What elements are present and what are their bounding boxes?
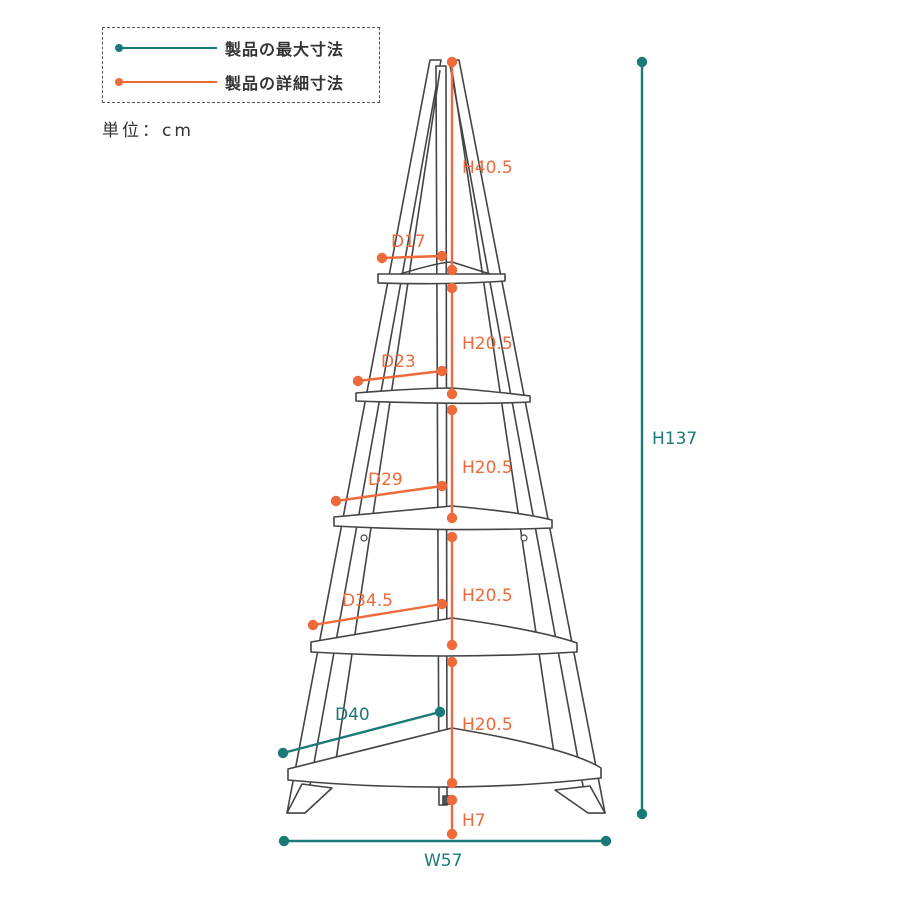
legend-row-detail: 製品の詳細寸法 <box>115 72 345 93</box>
leg-left <box>286 59 442 814</box>
dim-bottom-depth-line <box>282 710 441 755</box>
shelf-2 <box>355 387 531 405</box>
label-shelf-height-2: H20.5 <box>462 458 513 478</box>
dim-depth-3-end <box>436 480 448 492</box>
foot-right <box>554 785 606 814</box>
dim-depth-4-line <box>312 602 443 627</box>
label-shelf-height-1: H20.5 <box>462 334 513 354</box>
mount-hole-left <box>360 534 368 542</box>
shelves <box>286 261 606 814</box>
dim-shelf-height-4-start <box>446 656 458 668</box>
dim-depth-2-line <box>357 369 443 383</box>
dim-shelf-height-3-start <box>446 531 458 543</box>
dim-depth-1-end <box>436 250 448 262</box>
label-bottom-depth: D40 <box>335 705 370 725</box>
dim-shelf-height-3-end <box>446 639 458 651</box>
unit-label: 単位：cm <box>102 121 194 141</box>
label-total-height: H137 <box>652 429 697 449</box>
dim-total-height-start <box>636 56 648 68</box>
dim-top-height-end <box>446 264 458 276</box>
dim-top-height-start <box>446 56 458 68</box>
dim-depth-3-line <box>335 484 443 503</box>
label-depth-1: D17 <box>391 232 426 252</box>
shelf-5 <box>287 727 602 788</box>
max-labels: H137 W57 D40 <box>335 429 697 871</box>
legend-row-max: 製品の最大寸法 <box>115 38 345 59</box>
dim-total-width-start <box>278 835 290 847</box>
dim-shelf-height-2-end <box>446 512 458 524</box>
dim-total-height-end <box>636 808 648 820</box>
dim-depth-2-start <box>352 375 364 387</box>
dim-total-width-end <box>600 835 612 847</box>
dim-bottom-depth-start <box>277 747 289 759</box>
legend-label-max: 製品の最大寸法 <box>225 40 345 59</box>
shelf-3 <box>333 505 553 531</box>
label-total-width: W57 <box>424 851 462 871</box>
detail-dimensions <box>307 56 458 840</box>
dim-depth-2-end <box>436 365 448 377</box>
mount-holes <box>360 534 528 542</box>
label-depth-3: D29 <box>368 470 403 490</box>
legend-label-detail: 製品の詳細寸法 <box>225 74 345 93</box>
legend-box: 製品の最大寸法 製品の詳細寸法 <box>102 27 380 103</box>
shelf-4 <box>310 617 578 657</box>
label-shelf-height-3: H20.5 <box>462 586 513 606</box>
foot-left <box>286 783 333 814</box>
frame <box>286 59 606 814</box>
dim-depth-3-start <box>330 495 342 507</box>
dim-depth-4-end <box>436 598 448 610</box>
mount-hole-right <box>520 534 528 542</box>
legend-swatch-max <box>115 44 217 52</box>
leg-back <box>435 65 448 806</box>
dim-depth-1-line <box>381 254 443 260</box>
label-depth-4: D34.5 <box>342 591 393 611</box>
max-dimensions <box>277 56 648 847</box>
label-base-height: H7 <box>462 811 486 831</box>
label-depth-2: D23 <box>381 352 416 372</box>
dim-base-height-end <box>446 828 458 840</box>
dim-shelf-height-4-end <box>446 777 458 789</box>
dim-shelf-height-2-start <box>446 404 458 416</box>
dim-shelf-height-1-start <box>446 282 458 294</box>
dim-bottom-depth-end <box>434 706 446 718</box>
legend-swatch-detail <box>115 78 217 86</box>
detail-labels: H40.5 H20.5 H20.5 H20.5 H20.5 H7 D17 D23… <box>342 158 513 831</box>
label-top-height: H40.5 <box>462 158 513 178</box>
dim-shelf-height-1-end <box>446 388 458 400</box>
label-shelf-height-4: H20.5 <box>462 715 513 735</box>
dim-depth-4-start <box>307 619 319 631</box>
dim-depth-1-start <box>376 252 388 264</box>
shelf-1 <box>377 273 506 285</box>
dim-base-height-start <box>446 794 458 806</box>
